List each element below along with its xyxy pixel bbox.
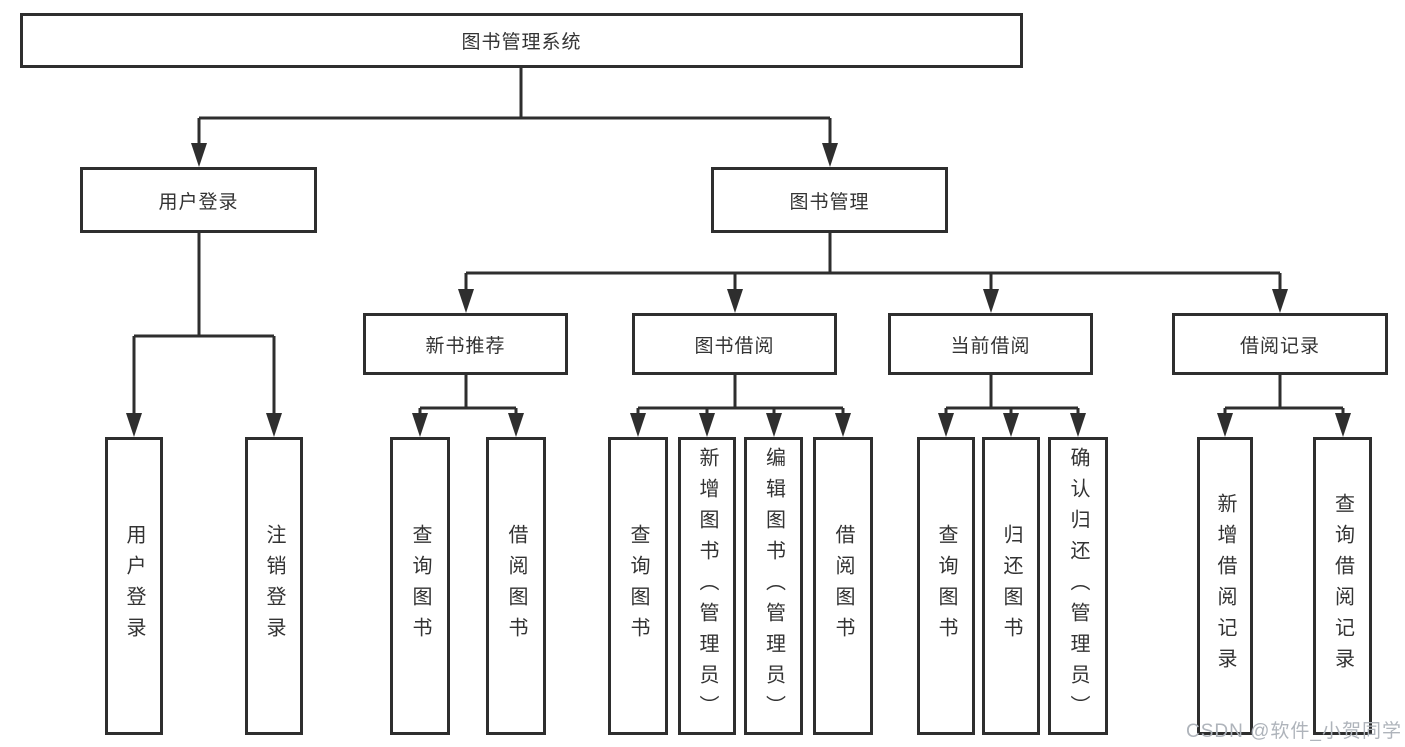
node-book-borrow: 图书借阅 [632,313,837,375]
leaf-user-login: 用户登录 [105,437,163,735]
node-current-borrow: 当前借阅 [888,313,1093,375]
node-borrow-records: 借阅记录 [1172,313,1388,375]
leaf-nb-query-books: 查询图书 [390,437,450,735]
leaf-br-query-record: 查询借阅记录 [1313,437,1372,735]
leaf-nb-borrow-books: 借阅图书 [486,437,546,735]
leaf-cb-query-books: 查询图书 [917,437,975,735]
leaf-cb-return-books: 归还图书 [982,437,1040,735]
node-user-login: 用户登录 [80,167,317,233]
leaf-bb-add-book-admin: 新增图书（管理员） [678,437,736,735]
node-new-book-recommend: 新书推荐 [363,313,568,375]
node-book-management: 图书管理 [711,167,948,233]
node-root-system: 图书管理系统 [20,13,1023,68]
leaf-br-add-record: 新增借阅记录 [1197,437,1253,735]
leaf-cb-confirm-return-admin: 确认归还（管理员） [1048,437,1108,735]
leaf-bb-edit-book-admin: 编辑图书（管理员） [744,437,803,735]
leaf-logout: 注销登录 [245,437,303,735]
leaf-bb-borrow-books: 借阅图书 [813,437,873,735]
leaf-bb-query-books: 查询图书 [608,437,668,735]
